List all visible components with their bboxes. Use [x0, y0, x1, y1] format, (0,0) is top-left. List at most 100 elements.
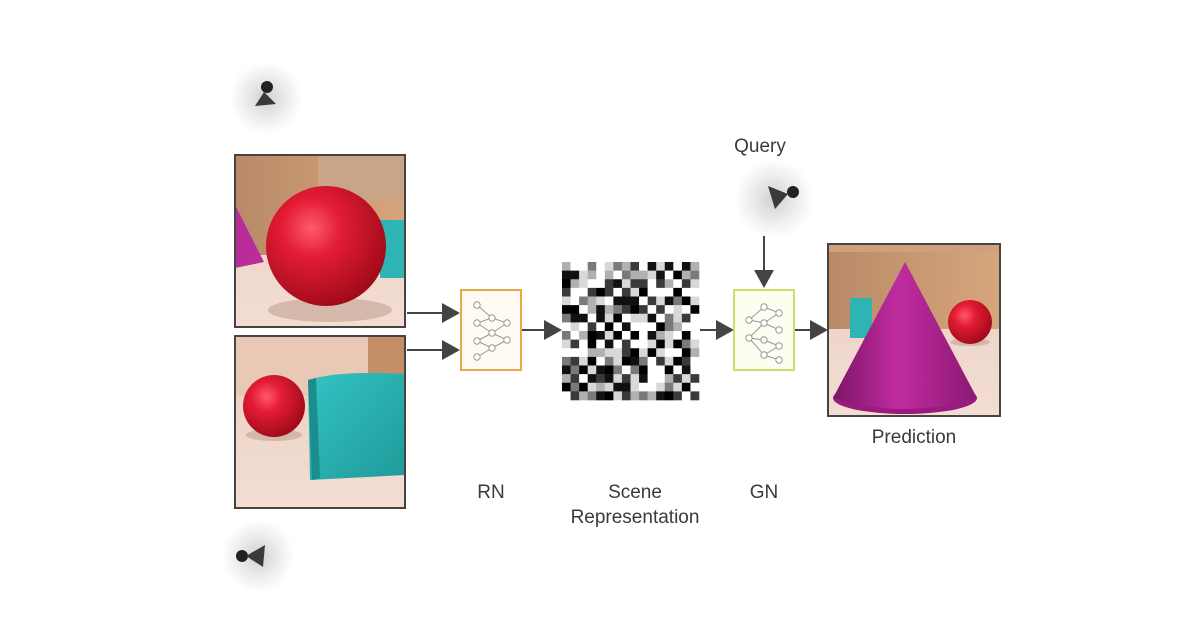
scene-cell: [630, 287, 640, 297]
scene-cell: [681, 279, 691, 289]
scene-cell: [579, 287, 588, 297]
scene-cell: [562, 382, 571, 392]
camera-icon: [768, 186, 799, 209]
scene-cell: [613, 287, 623, 297]
scene-cell: [690, 270, 700, 280]
scene-cell: [562, 356, 571, 366]
input-image-1-frame: [234, 154, 406, 328]
neural-net-icon: [473, 301, 511, 361]
scene-cell: [621, 374, 631, 384]
scene-cell: [613, 296, 623, 306]
scene-cell: [587, 270, 597, 280]
scene-cell: [570, 296, 580, 306]
scene-cell: [664, 391, 674, 401]
scene-cell: [596, 391, 606, 401]
scene-cell: [673, 322, 683, 332]
scene-cell: [587, 322, 597, 332]
scene-cell: [656, 339, 666, 349]
scene-cell: [681, 270, 691, 280]
scene-cell: [664, 270, 674, 280]
scene-cell: [562, 305, 571, 315]
scene-cell: [664, 296, 674, 306]
scene-cell: [656, 391, 666, 401]
scene-cell: [681, 305, 691, 315]
scene-cell: [690, 374, 700, 384]
scene-cell: [562, 331, 571, 340]
scene-cell: [587, 262, 597, 271]
scene-cell: [639, 313, 648, 323]
scene-cell: [604, 382, 614, 392]
scene-cell: [647, 296, 657, 306]
gn-network-box: [733, 289, 795, 371]
scene-cell: [596, 331, 606, 340]
scene-cell: [656, 279, 666, 289]
scene-cell: [570, 287, 580, 297]
scene-cell: [562, 374, 571, 384]
scene-cell: [647, 322, 657, 332]
scene-cell: [579, 374, 588, 384]
scene-cell: [673, 391, 683, 401]
scene-cell: [587, 296, 597, 306]
scene-cell: [630, 262, 640, 271]
scene-cell: [621, 296, 631, 306]
scene-cell: [664, 287, 674, 297]
scene-cell: [673, 331, 683, 340]
scene-cell: [562, 279, 571, 289]
scene-cell: [664, 322, 674, 332]
scene-cell: [647, 331, 657, 340]
scene-cell: [579, 339, 588, 349]
scene-cell: [681, 356, 691, 366]
scene-cell: [630, 348, 640, 358]
scene-cell: [647, 287, 657, 297]
scene-cell: [579, 391, 588, 401]
scene-cell: [604, 374, 614, 384]
scene-cell: [690, 296, 700, 306]
scene-cell: [656, 331, 666, 340]
scene-cell: [681, 391, 691, 401]
scene-cell: [647, 279, 657, 289]
scene-cell: [630, 279, 640, 289]
scene-cell: [587, 313, 597, 323]
scene-cell: [656, 287, 666, 297]
scene-cell: [639, 339, 648, 349]
scene-cell: [570, 262, 580, 271]
scene-cell: [673, 279, 683, 289]
scene-cell: [630, 305, 640, 315]
scene-cell: [673, 382, 683, 392]
scene-cell: [647, 313, 657, 323]
scene-cell: [656, 305, 666, 315]
scene-cell: [639, 348, 648, 358]
scene-cell: [647, 270, 657, 280]
scene-cell: [621, 382, 631, 392]
scene-cell: [579, 356, 588, 366]
scene-cell: [604, 305, 614, 315]
scene-cell: [596, 262, 606, 271]
prediction-label: Prediction: [871, 427, 957, 448]
scene-cell: [613, 279, 623, 289]
scene-cell: [656, 322, 666, 332]
scene-cell: [570, 365, 580, 375]
scene-cell: [690, 279, 700, 289]
scene-cell: [596, 322, 606, 332]
scene-cell: [647, 374, 657, 384]
scene-cell: [570, 322, 580, 332]
camera-icon: [255, 81, 276, 106]
scene-cell: [630, 270, 640, 280]
scene-cell: [681, 365, 691, 375]
input-image-2-frame: [234, 335, 406, 509]
scene-cell: [656, 365, 666, 375]
scene-cell: [562, 296, 571, 306]
scene-cell: [647, 305, 657, 315]
scene-cell: [681, 331, 691, 340]
scene-cell: [579, 331, 588, 340]
prediction-image-frame: [827, 243, 1001, 417]
scene-cell: [690, 262, 700, 271]
camera-icon: [236, 545, 265, 567]
scene-label-line1: Scene: [608, 482, 662, 503]
input-image-2: [235, 336, 405, 508]
scene-cell: [639, 331, 648, 340]
scene-cell: [587, 339, 597, 349]
scene-cell: [613, 365, 623, 375]
scene-cell: [630, 322, 640, 332]
